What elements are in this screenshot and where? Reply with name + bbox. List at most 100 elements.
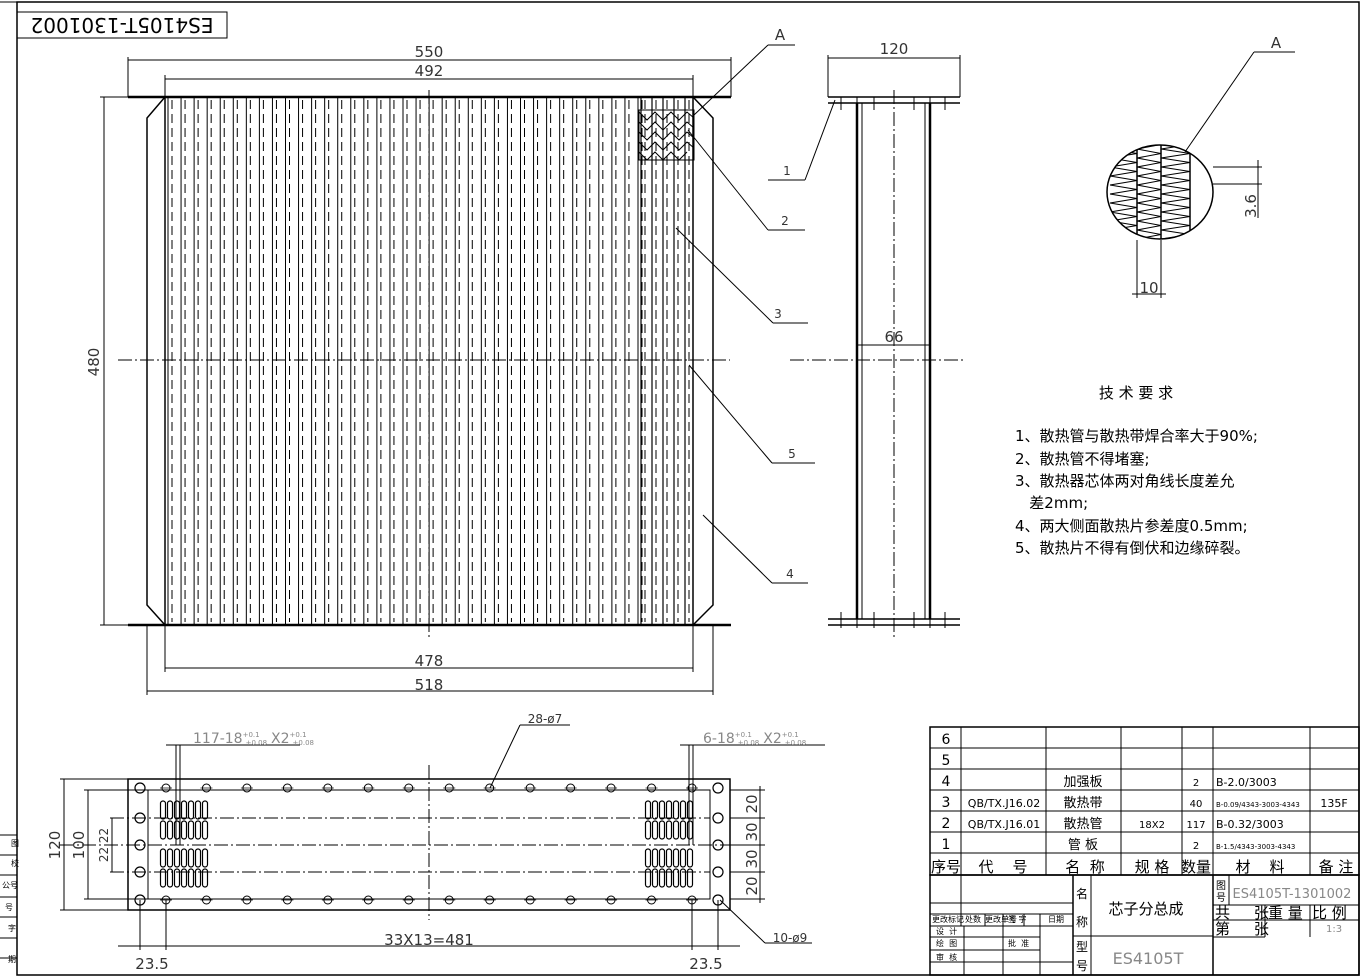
callout-5: 5 bbox=[688, 364, 815, 464]
plate-dim-right: 30 bbox=[743, 849, 761, 868]
bom-row: 1 管 板 2 B-1.5/4343-3003-4343 bbox=[942, 837, 1296, 853]
plate-dim-120: 120 bbox=[46, 831, 64, 860]
plate-dim-right: 30 bbox=[743, 822, 761, 841]
bom-row: 2 QB/TX.J16.01 散热管 18X2 117 B-0.32/3003 bbox=[942, 816, 1284, 832]
margin-label: 号 bbox=[5, 903, 13, 912]
dim-478-text: 478 bbox=[415, 652, 444, 670]
bom-header-no: 序号 bbox=[931, 858, 961, 876]
margin-label: 校 bbox=[11, 858, 19, 868]
tech-req-item: 1、散热管与散热带焊合率大于90%; bbox=[1015, 427, 1258, 445]
plate-dim-small: 22.22 bbox=[97, 828, 111, 862]
bom-cell-no: 5 bbox=[942, 753, 951, 769]
bom-cell-no: 1 bbox=[942, 837, 951, 853]
plate-dim-right: 20 bbox=[743, 876, 761, 895]
bom-cell-qty: 40 bbox=[1190, 799, 1203, 810]
tb-role: 审 核 bbox=[936, 952, 957, 962]
plate-dim-100: 100 bbox=[70, 831, 88, 860]
bom-header-code: 代 号 bbox=[978, 858, 1027, 876]
dim-550-text: 550 bbox=[415, 43, 444, 61]
tube-columns bbox=[167, 98, 690, 624]
dim-550: 550 bbox=[127, 43, 732, 97]
detail-a-marker bbox=[638, 109, 695, 161]
tb-change-col: 更改标记 bbox=[932, 914, 964, 924]
holes-corner-note: 10-ø9 bbox=[773, 931, 808, 945]
bom-cell-no: 2 bbox=[942, 816, 951, 832]
dim-518: 518 bbox=[146, 625, 714, 695]
margin-label: 字 bbox=[8, 923, 16, 933]
side-view: 120 66 1 bbox=[768, 40, 965, 640]
bom-header-row: 序号 代 号 名 称 规 格 数量 材 料 备 注 bbox=[931, 858, 1353, 876]
callout-4: 4 bbox=[702, 514, 808, 584]
bom-header-spec: 规 格 bbox=[1135, 858, 1170, 876]
bom-cell-material: B-2.0/3003 bbox=[1216, 776, 1277, 789]
dim-492: 492 bbox=[164, 62, 694, 97]
tb-name-label: 称 bbox=[1076, 915, 1088, 929]
tube-plate-view: 120 100 22.22 20 30 30 20 33X13=481 23.5… bbox=[46, 712, 825, 973]
bom-cell-code: QB/TX.J16.02 bbox=[968, 797, 1040, 810]
callout-4-text: 4 bbox=[786, 567, 794, 581]
detail-dim-10: 10 bbox=[1139, 279, 1158, 297]
callout-a-text: A bbox=[775, 26, 786, 44]
rotated-number-text: ES4105T-1301002 bbox=[31, 13, 214, 37]
holes-top-note: 28-ø7 bbox=[528, 712, 563, 726]
bom-header-material: 材 料 bbox=[1235, 858, 1284, 876]
detail-a-label: A bbox=[1271, 34, 1282, 52]
callout-5-text: 5 bbox=[788, 447, 796, 461]
bom-cell-material: B-0.32/3003 bbox=[1216, 818, 1284, 831]
tb-role: 设 计 bbox=[936, 926, 957, 936]
side-dim-66: 66 bbox=[884, 328, 903, 346]
tb-change-col: 处数 bbox=[965, 914, 981, 924]
callout-2-text: 2 bbox=[781, 214, 789, 228]
tb-approve: 批 准 bbox=[1008, 938, 1029, 948]
detail-dim-3-6: 3.6 bbox=[1242, 194, 1260, 218]
tb-name-label: 名 bbox=[1076, 886, 1088, 901]
tb-change-col: 更改单号 bbox=[985, 914, 1017, 924]
callout-1-text: 1 bbox=[783, 164, 791, 178]
tube-slots bbox=[159, 800, 694, 888]
tb-change-col: 签 字 bbox=[1008, 914, 1027, 924]
tech-requirements: 技 术 要 求 1、散热管与散热带焊合率大于90%; 2、散热管不得堵塞; 3、… bbox=[1015, 384, 1258, 557]
bom-cell-spec: 18X2 bbox=[1139, 820, 1165, 831]
tech-req-item: 差2mm; bbox=[1015, 494, 1088, 512]
bom-cell-material: B-1.5/4343-3003-4343 bbox=[1216, 843, 1295, 851]
tb-type-label: 号 bbox=[1076, 959, 1088, 973]
tb-scale-value: 1:3 bbox=[1326, 924, 1342, 935]
bom-cell-qty: 117 bbox=[1186, 820, 1205, 831]
bom-cell-no: 3 bbox=[942, 795, 951, 811]
bom-row: 6 bbox=[942, 732, 951, 748]
plate-dim-right-edge: 23.5 bbox=[689, 955, 722, 973]
title-block: 更改标记 处数 更改单号 签 字 日期 设 计 绘 图 审 核 批 准 名 称 … bbox=[929, 874, 1360, 976]
tech-req-item: 2、散热管不得堵塞; bbox=[1015, 450, 1150, 468]
callout-2: 2 bbox=[687, 129, 805, 231]
bom-cell-name: 散热管 bbox=[1063, 817, 1102, 832]
margin-label: 期 bbox=[8, 955, 16, 964]
plate-dim-pitch: 33X13=481 bbox=[384, 931, 474, 949]
rotated-drawing-number: ES4105T-1301002 bbox=[16, 11, 228, 39]
plate-dim-left-edge: 23.5 bbox=[135, 955, 168, 973]
tb-dwg-label: 图 bbox=[1216, 880, 1226, 892]
bom-cell-name: 散热带 bbox=[1063, 796, 1102, 811]
bom-cell-code: QB/TX.J16.01 bbox=[968, 818, 1040, 831]
dim-492-text: 492 bbox=[415, 62, 444, 80]
bom-header-qty: 数量 bbox=[1181, 858, 1211, 876]
bom-cell-qty: 2 bbox=[1193, 841, 1199, 852]
bom-cell-qty: 2 bbox=[1193, 778, 1199, 789]
bom-cell-name: 管 板 bbox=[1068, 838, 1098, 853]
tb-role: 绘 图 bbox=[936, 938, 957, 948]
sheet-border bbox=[16, 1, 1360, 976]
dim-518-text: 518 bbox=[415, 676, 444, 694]
tech-req-title: 技 术 要 求 bbox=[1099, 384, 1173, 402]
side-dim-120: 120 bbox=[880, 40, 909, 58]
margin-label: 图 bbox=[11, 839, 19, 848]
tb-type-value: ES4105T bbox=[1113, 949, 1184, 968]
plate-dim-right: 20 bbox=[743, 794, 761, 813]
tb-sheets-total: 共 张 bbox=[1215, 904, 1269, 922]
tb-sheet-no: 第 张 bbox=[1215, 920, 1269, 938]
tech-req-item: 5、散热片不得有倒伏和边缘碎裂。 bbox=[1015, 539, 1250, 557]
bom-cell-no: 4 bbox=[942, 774, 951, 790]
detail-view-a: A 3.6 10 bbox=[1106, 34, 1295, 298]
